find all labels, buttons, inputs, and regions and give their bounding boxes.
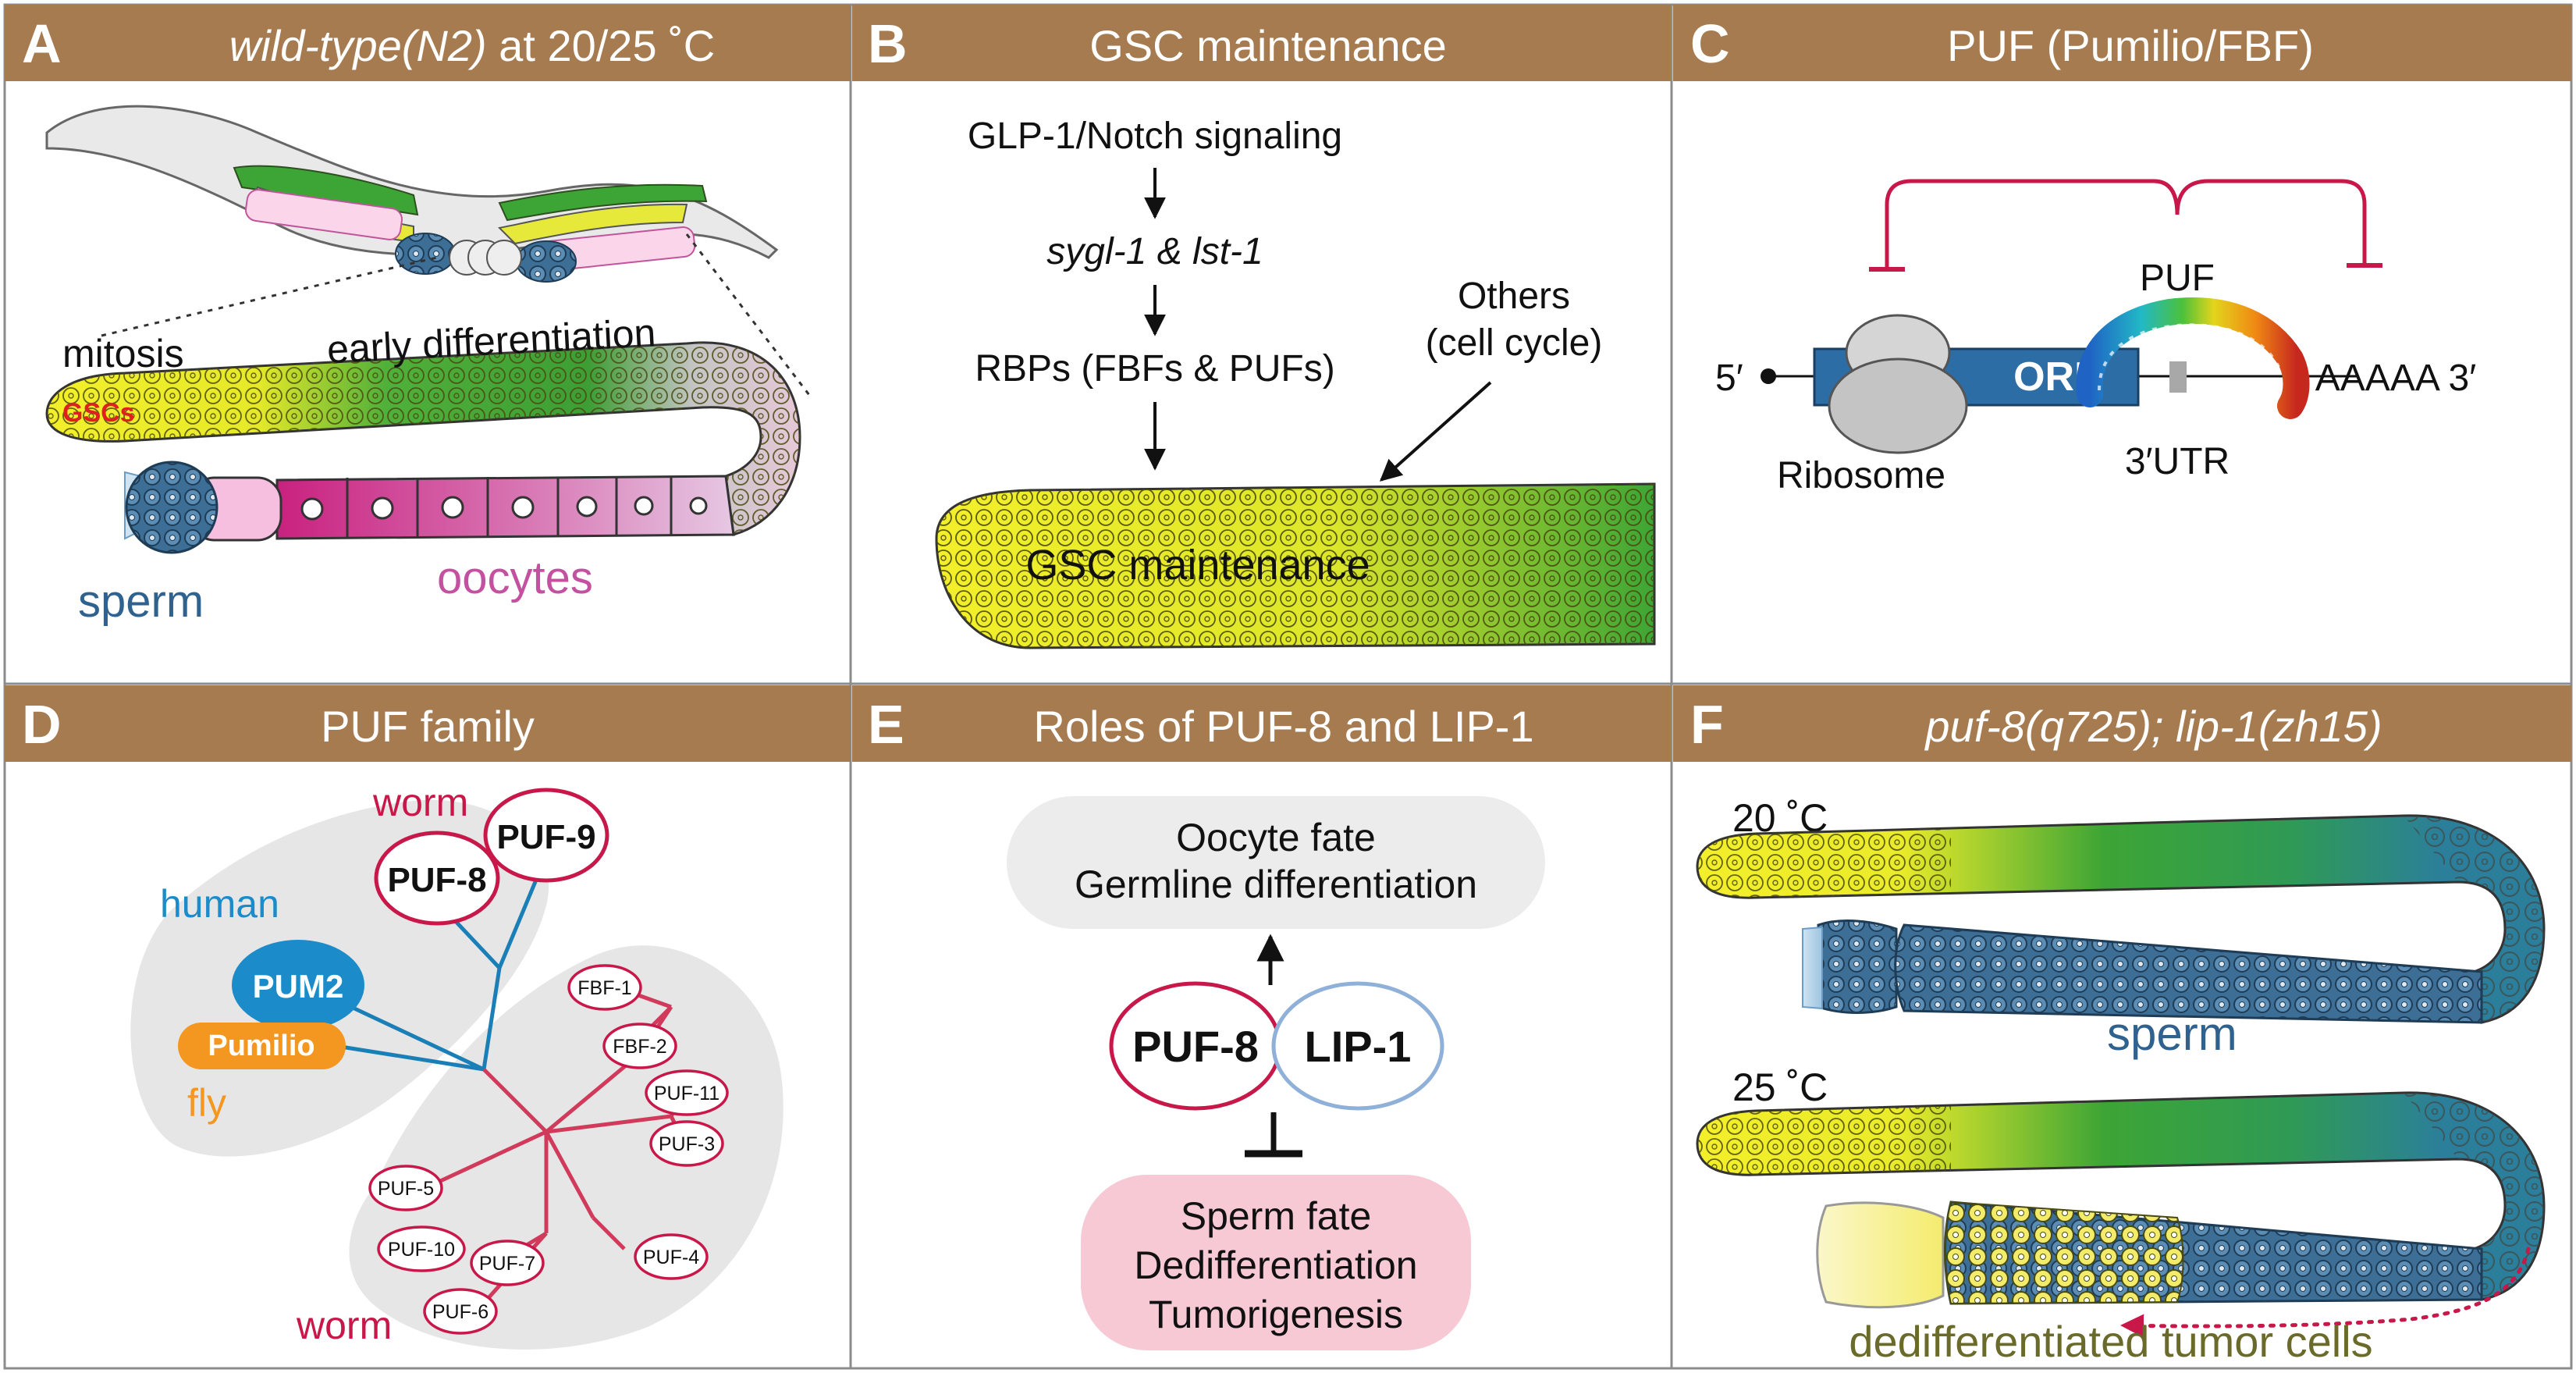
panel-f-title: puf-8(q725); lip-1(zh15) (1924, 702, 2382, 751)
label-worm-bottom: worm (296, 1304, 392, 1347)
utr-element (2169, 361, 2187, 393)
label-human: human (160, 882, 279, 926)
panel-c-title: PUF (Pumilio/FBF) (1947, 21, 2314, 70)
panel-b-letter: B (868, 13, 908, 74)
svg-text:PUF-3: PUF-3 (659, 1133, 715, 1155)
svg-text:FBF-1: FBF-1 (577, 977, 631, 999)
svg-text:Oocyte fate: Oocyte fate (1176, 816, 1376, 859)
oocyte-fate-box (1007, 796, 1545, 929)
svg-text:Pumilio: Pumilio (208, 1030, 314, 1062)
panel-d-title: PUF family (321, 702, 535, 751)
panel-d: D PUF family PUF-8 (5, 685, 851, 1350)
panel-e: E Roles of PUF-8 and LIP-1 Oocyte fate G… (852, 685, 1671, 1350)
panel-e-letter: E (868, 694, 904, 755)
svg-text:Tumorigenesis: Tumorigenesis (1149, 1293, 1403, 1336)
panel-a-letter: A (22, 13, 62, 74)
label-rbps: RBPs (FBFs & PUFs) (975, 348, 1334, 389)
svg-text:LIP-1: LIP-1 (1305, 1022, 1412, 1071)
svg-text:PUF-7: PUF-7 (479, 1253, 535, 1275)
node-pum2 (232, 940, 364, 1030)
svg-text:PUF-5: PUF-5 (378, 1178, 434, 1200)
panel-f: F puf-8(q725); lip-1(zh15) 20 ˚C sperm 2… (1673, 685, 2571, 1366)
label-gscs: GSCs (62, 398, 135, 428)
label-sperm: sperm (78, 576, 204, 627)
svg-text:PUF-10: PUF-10 (388, 1239, 455, 1261)
svg-text:Dedifferentiation: Dedifferentiation (1134, 1243, 1417, 1287)
panel-f-letter: F (1690, 694, 1724, 755)
svg-text:Germline differentiation: Germline differentiation (1075, 863, 1477, 906)
panel-e-title: Roles of PUF-8 and LIP-1 (1033, 702, 1533, 751)
label-ribosome: Ribosome (1777, 455, 1945, 496)
label-polya: AAAAA 3′ (2315, 357, 2476, 399)
arrow (1379, 381, 1492, 482)
migration-arrow (2120, 1247, 2531, 1338)
svg-text:Sperm fate: Sperm fate (1181, 1194, 1372, 1238)
puf-protein-icon (2076, 297, 2310, 419)
label-oocytes: oocytes (437, 553, 593, 603)
label-25c: 25 ˚C (1732, 1065, 1828, 1109)
panel-a-title: wild-type(N2) at 20/25 ˚C (229, 21, 715, 70)
panel-c: C PUF (Pumilio/FBF) 5′ ORF Ribosome PUF … (1673, 5, 2571, 496)
label-others: Others (1458, 276, 1570, 317)
repression-arc-ribosome (1885, 179, 2180, 269)
svg-text:PUF-8: PUF-8 (387, 861, 486, 899)
panel-f-header (1673, 685, 2571, 762)
repression-arc-polya (2175, 179, 2367, 265)
label-sygl1-lst1: sygl-1 & lst-1 (1046, 231, 1263, 272)
svg-text:PUF-9: PUF-9 (496, 818, 595, 856)
label-5prime: 5′ (1715, 357, 1743, 399)
worm-illustration (45, 105, 813, 399)
panel-d-header (5, 685, 851, 762)
label-tumor-cells: dedifferentiated tumor cells (1849, 1317, 2372, 1366)
gonad-20c (1696, 814, 2546, 1024)
label-fly: fly (187, 1081, 226, 1125)
panel-e-header (852, 685, 1671, 762)
gonad-25c (1696, 1091, 2546, 1309)
label-gsc-maintenance: GSC maintenance (1025, 542, 1370, 589)
label-worm-top: worm (372, 781, 468, 824)
label-3utr: 3′UTR (2125, 441, 2230, 482)
label-glp1-notch: GLP-1/Notch signaling (968, 116, 1342, 157)
label-puf: PUF (2140, 258, 2215, 299)
panel-c-letter: C (1690, 13, 1730, 74)
panel-b: B GSC maintenance GLP-1/Notch signaling … (852, 5, 1671, 649)
label-mitosis: mitosis (62, 332, 184, 375)
svg-text:PUF-8: PUF-8 (1132, 1022, 1259, 1071)
sperm-fate-box (1081, 1175, 1471, 1350)
panel-b-header (852, 5, 1671, 81)
panel-b-title: GSC maintenance (1089, 21, 1447, 70)
label-cell-cycle: (cell cycle) (1426, 322, 1603, 364)
svg-text:PUF-4: PUF-4 (643, 1247, 699, 1268)
node-pumilio (178, 1023, 346, 1069)
panel-a: A wild-type(N2) at 20/25 ˚C (5, 5, 851, 627)
panel-a-header (5, 5, 851, 81)
node-puf9 (483, 788, 609, 883)
panel-d-letter: D (22, 694, 62, 755)
svg-text:PUM2: PUM2 (253, 968, 344, 1005)
node-lip1 (1271, 981, 1444, 1111)
panel-c-header (1673, 5, 2571, 81)
gonad-diagram (45, 341, 801, 554)
svg-text:PUF-6: PUF-6 (432, 1301, 489, 1323)
svg-text:FBF-2: FBF-2 (613, 1036, 666, 1058)
label-sperm-f: sperm (2107, 1008, 2237, 1060)
worm-puf-nodes (368, 964, 729, 1335)
node-puf8 (374, 831, 500, 926)
svg-text:PUF-11: PUF-11 (654, 1083, 720, 1104)
ribosome-icon (1828, 314, 1968, 454)
